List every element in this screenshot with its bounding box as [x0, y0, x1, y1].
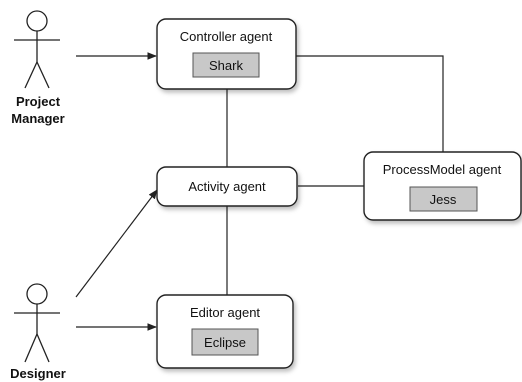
project-manager-actor[interactable]: Project Manager	[11, 10, 65, 126]
arrow-designer-activity	[75, 189, 158, 298]
editor-agent-title: Editor agent	[190, 305, 260, 320]
stick-figure-icon	[14, 283, 60, 363]
activity-agent-box[interactable]: Activity agent	[156, 166, 298, 207]
shark-tool-label: Shark	[209, 58, 243, 73]
project-manager-label-line2: Manager	[11, 111, 64, 126]
processmodel-agent-title: ProcessModel agent	[383, 162, 502, 177]
designer-label: Designer	[10, 366, 66, 381]
processmodel-agent-frame	[363, 151, 522, 221]
eclipse-tool-box	[191, 328, 259, 356]
shark-tool-box	[192, 52, 260, 78]
project-manager-label-line1: Project	[16, 94, 61, 109]
controller-agent-title: Controller agent	[180, 29, 273, 44]
designer-actor[interactable]: Designer	[10, 283, 66, 381]
connectors	[226, 55, 444, 296]
stick-figure-icon	[14, 10, 60, 89]
activity-agent-title: Activity agent	[188, 179, 266, 194]
processmodel-agent-box[interactable]: ProcessModel agent Jess	[363, 151, 522, 221]
eclipse-tool-label: Eclipse	[204, 335, 246, 350]
connector-controller-processmodel	[296, 55, 444, 153]
jess-tool-label: Jess	[430, 192, 457, 207]
editor-agent-box[interactable]: Editor agent Eclipse	[156, 294, 294, 369]
actor-arrows	[75, 52, 158, 331]
controller-agent-box[interactable]: Controller agent Shark	[156, 18, 297, 90]
activity-agent-frame	[156, 166, 298, 207]
jess-tool-box	[409, 186, 478, 212]
